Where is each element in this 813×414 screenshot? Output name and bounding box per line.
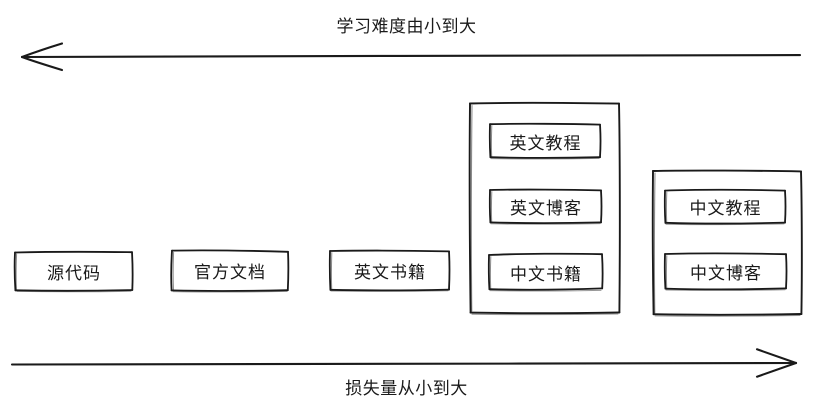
bottom-axis-label: 损失量从小到大	[345, 379, 468, 399]
node-label-chinese-blogs[interactable]: 中文博客	[690, 264, 762, 284]
node-label-english-tutorials[interactable]: 英文教程	[509, 133, 582, 154]
arrow-right-icon	[10, 348, 798, 378]
node-label-chinese-books[interactable]: 中文书籍	[510, 264, 582, 285]
top-axis-label: 学习难度由小到大	[336, 17, 477, 37]
node-label-english-blogs[interactable]: 英文博客	[510, 199, 582, 219]
arrow-left-icon	[20, 42, 802, 72]
node-label-official-docs[interactable]: 官方文档	[194, 263, 266, 283]
node-label-source-code[interactable]: 源代码	[47, 264, 101, 284]
node-label-chinese-tutorials[interactable]: 中文教程	[689, 199, 762, 219]
node-label-english-books[interactable]: 英文书籍	[354, 262, 426, 283]
